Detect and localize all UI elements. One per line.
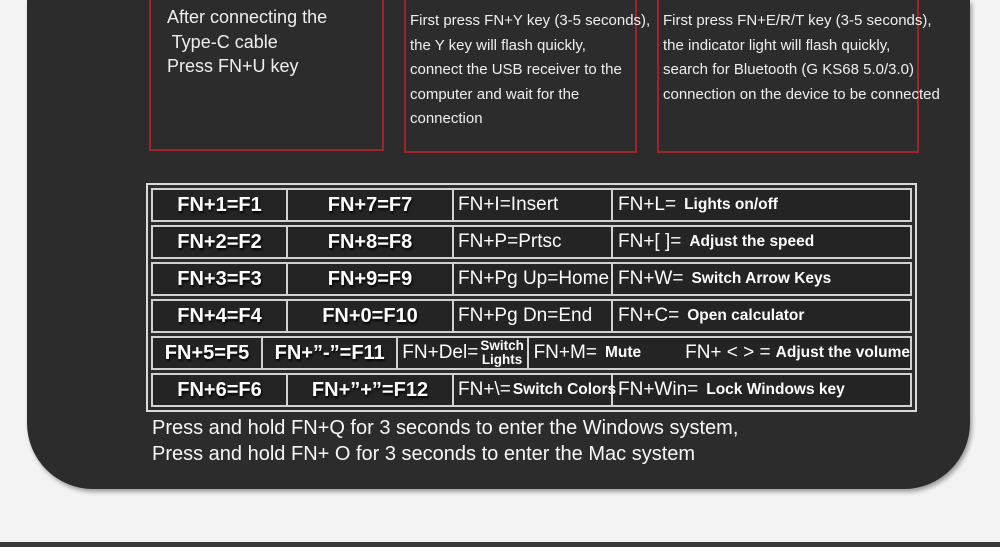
instruction-line: First press FN+E/R/T key (3-5 seconds), <box>663 12 932 29</box>
table-cell: FN+2=F2 <box>153 227 288 257</box>
instruction-line: the indicator light will flash quickly, <box>663 36 891 54</box>
fn-function: Open calculator <box>687 307 805 324</box>
table-cell: FN+Del= Switch Lights <box>398 338 529 368</box>
table-cell: FN+Pg Up=Home <box>454 264 613 294</box>
table-cell: FN+0=F10 <box>288 301 454 331</box>
table-cell: FN+P=Prtsc <box>454 227 613 257</box>
fn-combo: FN+W= <box>618 268 684 289</box>
system-mode-note: Press and hold FN+Q for 3 seconds to ent… <box>152 416 738 467</box>
fn-combo: FN+\= <box>458 379 511 400</box>
table-row: FN+5=F5 FN+”-”=F11 FN+Del= Switch Lights… <box>151 336 912 370</box>
bluetooth-connection-box: First press FN+E/R/T key (3-5 seconds), … <box>657 0 940 153</box>
instruction-line: connection on the device to be connected <box>663 85 940 103</box>
instructions-panel: After connecting the Type-C cable Press … <box>27 0 970 489</box>
instruction-line: Type-C cable <box>167 31 278 52</box>
next-section-edge <box>0 542 1000 547</box>
table-cell: FN+\= Switch Colors <box>454 375 617 405</box>
table-cell: FN+7=F7 <box>288 190 454 220</box>
table-cell: FN+M= Mute FN+ < > = Adjust the volume <box>529 338 910 368</box>
table-cell: FN+C= Open calculator <box>613 301 910 331</box>
table-row: FN+4=F4 FN+0=F10 FN+Pg Dn=End FN+C= Open… <box>151 299 912 333</box>
fn-function: Switch <box>480 338 524 353</box>
instruction-line: First press FN+Y key (3-5 seconds), <box>410 12 651 29</box>
table-cell: FN+”+”=F12 <box>288 375 454 405</box>
fn-function: Adjust the speed <box>689 233 815 250</box>
fn-combo: FN+Del= <box>402 342 479 363</box>
fn-function: Lights <box>481 352 523 367</box>
table-row: FN+2=F2 FN+8=F8 FN+P=Prtsc FN+[ ]= Adjus… <box>151 225 912 259</box>
table-cell: FN+3=F3 <box>153 264 288 294</box>
fn-function: Mute <box>604 344 642 361</box>
table-cell: FN+”-”=F11 <box>263 338 399 368</box>
fn-combo: FN+ < > = <box>685 342 771 363</box>
fn-combo: FN+L= <box>618 194 677 215</box>
table-cell: FN+1=F1 <box>153 190 288 220</box>
fn-function-stacked: Switch Lights <box>480 339 524 367</box>
fn-combo: FN+M= <box>533 342 597 363</box>
instruction-line: Press FN+U key <box>167 56 299 76</box>
table-cell: FN+9=F9 <box>288 264 454 294</box>
table-row: FN+3=F3 FN+9=F9 FN+Pg Up=Home FN+W= Swit… <box>151 262 912 296</box>
type-c-connection-box: After connecting the Type-C cable Press … <box>149 0 384 151</box>
table-cell: FN+L= Lights on/off <box>613 190 910 220</box>
instruction-line: computer and wait for the <box>410 85 580 103</box>
table-cell: FN+Pg Dn=End <box>454 301 613 331</box>
instruction-line: connect the USB receiver to the <box>410 61 622 79</box>
fn-combo: FN+C= <box>618 305 680 326</box>
table-cell: FN+6=F6 <box>153 375 288 405</box>
table-cell: FN+Win= Lock Windows key <box>613 375 910 405</box>
table-cell: FN+W= Switch Arrow Keys <box>613 264 910 294</box>
fn-function: Lock Windows key <box>706 381 845 398</box>
table-cell: FN+[ ]= Adjust the speed <box>613 227 910 257</box>
fn-function: Adjust the volume <box>775 344 911 361</box>
instruction-line: After connecting the <box>167 7 328 27</box>
fn-combo: FN+[ ]= <box>618 231 682 252</box>
table-cell: FN+4=F4 <box>153 301 288 331</box>
fn-shortcut-table: FN+1=F1 FN+7=F7 FN+I=Insert FN+L= Lights… <box>146 183 917 412</box>
table-row: FN+1=F1 FN+7=F7 FN+I=Insert FN+L= Lights… <box>151 188 912 222</box>
fn-function: Lights on/off <box>684 196 778 213</box>
instruction-line: search for Bluetooth (G KS68 5.0/3.0) <box>663 61 914 79</box>
table-cell: FN+8=F8 <box>288 227 454 257</box>
fn-function: Switch Colors <box>512 381 617 398</box>
system-mode-line-mac: Press and hold FN+ O for 3 seconds to en… <box>152 442 696 465</box>
usb-receiver-connection-box: First press FN+Y key (3-5 seconds), the … <box>404 0 651 153</box>
fn-function: Switch Arrow Keys <box>691 270 832 287</box>
table-cell: FN+I=Insert <box>454 190 613 220</box>
system-mode-line-windows: Press and hold FN+Q for 3 seconds to ent… <box>152 417 739 439</box>
instruction-line: connection <box>410 110 483 128</box>
table-cell: FN+5=F5 <box>153 338 264 368</box>
table-row: FN+6=F6 FN+”+”=F12 FN+\= Switch Colors F… <box>151 373 912 407</box>
instruction-line: the Y key will flash quickly, <box>410 36 586 54</box>
fn-combo: FN+Win= <box>618 379 699 400</box>
